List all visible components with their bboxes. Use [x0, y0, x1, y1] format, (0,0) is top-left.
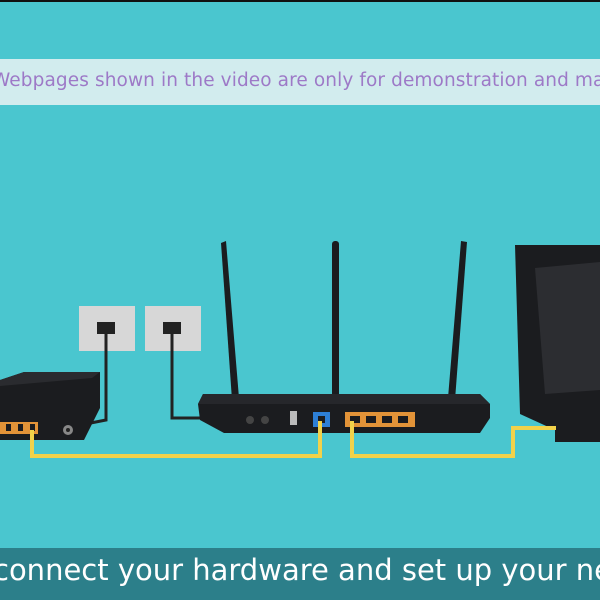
- wall-socket-icon: [145, 306, 201, 351]
- router-antenna: [448, 241, 467, 400]
- modem-icon: [0, 372, 100, 440]
- demo-notice-banner: Webpages shown in the video are only for…: [0, 59, 600, 105]
- ethernet-cable: [350, 421, 556, 458]
- subtitle-text: connect your hardware and set up your ne…: [0, 553, 600, 587]
- router-icon: [198, 394, 490, 433]
- subtitle-bar: connect your hardware and set up your ne…: [0, 548, 600, 600]
- router-antenna: [221, 241, 239, 400]
- router-antenna: [332, 241, 339, 399]
- demo-notice-text: Webpages shown in the video are only for…: [0, 70, 600, 91]
- monitor-icon: [515, 245, 600, 442]
- top-border: [0, 0, 600, 2]
- phone-cable: [170, 334, 202, 420]
- ethernet-cable: [30, 421, 322, 458]
